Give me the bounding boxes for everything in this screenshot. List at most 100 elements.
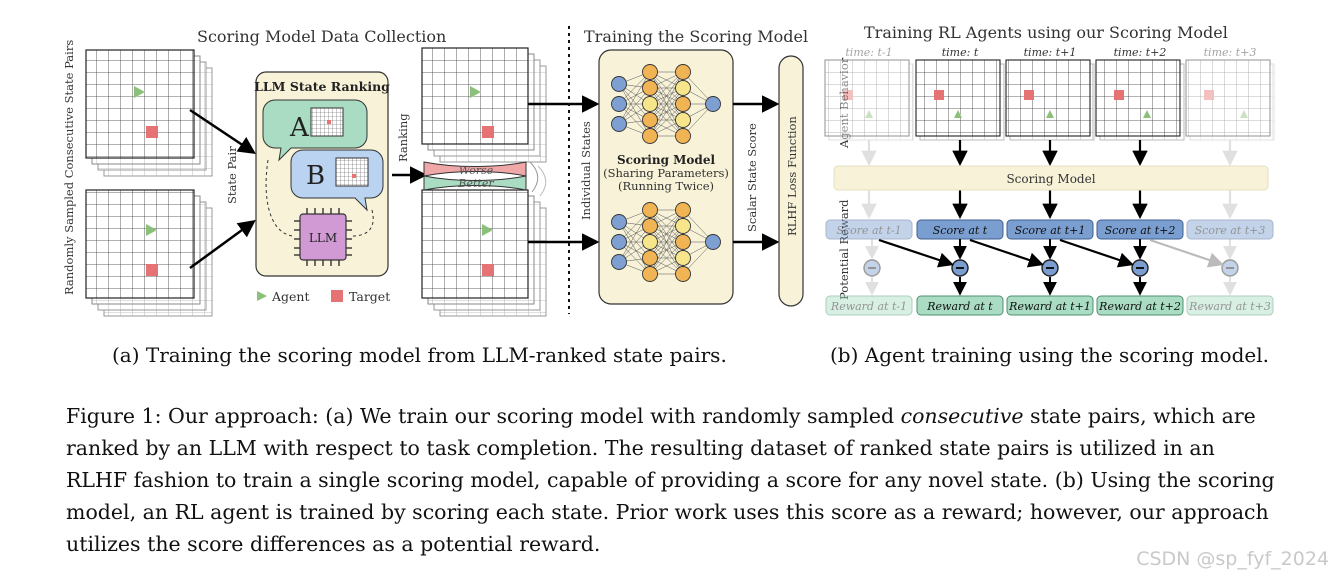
caption-emphasis: consecutive [900, 404, 1024, 428]
scoring-model-box: Scoring Model (Sharing Parameters) (Runn… [598, 49, 734, 305]
diff-arrow [969, 238, 1044, 268]
scoring-model-title: Scoring Model [617, 153, 715, 167]
agent-icon [1143, 110, 1151, 118]
score-box [825, 219, 913, 240]
subcaption-b: (b) Agent training using the scoring mod… [830, 343, 1269, 367]
agent-icon [865, 110, 873, 118]
worse-label: Worse [459, 164, 494, 177]
reward-label: Reward at t-1 [830, 300, 907, 313]
better-label: Better [457, 177, 494, 190]
score-label: Score at t+3 [1195, 224, 1266, 237]
time-label: time: t+3 [1204, 46, 1257, 59]
nn-node [611, 214, 627, 230]
reward-box [916, 295, 1004, 316]
reward-box [1186, 295, 1274, 316]
state-grid-bottom [85, 189, 213, 317]
diff-arrow [1059, 238, 1134, 268]
rlhf-loss-label: RLHF Loss Function [785, 116, 799, 236]
caption-part1: Figure 1: Our approach: (a) We train our… [66, 404, 901, 428]
nn-node [675, 234, 691, 250]
agent-icon [1046, 110, 1054, 118]
target-icon [1114, 90, 1124, 100]
scoring-model-bar-label: Scoring Model [1006, 172, 1095, 186]
minus-icon [1221, 259, 1239, 277]
reward-box [825, 295, 913, 316]
time-label: time: t [942, 46, 979, 59]
reward-label: Reward at t+2 [1098, 300, 1181, 313]
state-pair-label: State Pair [225, 146, 239, 204]
subcaption-a: (a) Training the scoring model from LLM-… [112, 343, 727, 367]
agent-icon [134, 86, 145, 98]
agent-legend-label: Agent [271, 289, 310, 304]
panel-a-title: Scoring Model Data Collection [197, 27, 446, 46]
agent-icon [470, 86, 481, 98]
nn-node [705, 96, 721, 112]
agent-legend-icon [257, 291, 267, 301]
llm-chip-icon: LLM [294, 208, 352, 266]
diff-arrow [878, 238, 954, 268]
target-icon [482, 126, 494, 138]
nn-node [675, 128, 691, 144]
scoring-model-bar: Scoring Model [833, 165, 1269, 191]
nn-node [675, 80, 691, 96]
nn-node [642, 96, 658, 112]
left-vertical-label: Randomly Sampled Consecutive State Pairs [62, 40, 76, 295]
ranked-grid-bottom [421, 189, 547, 317]
score-label: Score at t [933, 224, 988, 237]
nn-node [675, 266, 691, 282]
llm-box-title: LLM State Ranking [254, 79, 390, 94]
target-legend-icon [331, 290, 343, 302]
target-icon [146, 264, 158, 276]
time-label: time: t-1 [845, 46, 892, 59]
nn-node [611, 96, 627, 112]
target-icon [843, 90, 853, 100]
target-icon [482, 264, 494, 276]
nn-node [705, 234, 721, 250]
ranking-band: Worse Better [423, 161, 547, 197]
ranked-grid-top [421, 47, 547, 163]
target-icon [1024, 90, 1034, 100]
score-label: Score at t-1 [836, 224, 901, 237]
running-twice-label: (Running Twice) [618, 179, 714, 193]
panel-b-title: Training RL Agents using our Scoring Mod… [864, 23, 1228, 42]
nn-node [675, 96, 691, 112]
target-icon [146, 126, 158, 138]
nn-node [611, 116, 627, 132]
nn-node [642, 80, 658, 96]
diff-arrow [1149, 238, 1224, 268]
reward-label: Reward at t+3 [1188, 300, 1271, 313]
scalar-score-label: Scalar State Score [745, 123, 759, 232]
reward-box [1096, 295, 1184, 316]
agent-icon [954, 110, 962, 118]
figure-caption: Figure 1: Our approach: (a) We train our… [66, 400, 1281, 560]
neural-network-top [611, 64, 721, 144]
difference-node [1131, 239, 1149, 296]
option-b: B [306, 161, 325, 191]
minus-icon [863, 259, 881, 277]
individual-states-label: Individual States [579, 121, 593, 220]
score-label: Score at t+1 [1015, 224, 1086, 237]
score-box [1186, 219, 1274, 240]
nn-node [611, 254, 627, 270]
nn-node [642, 250, 658, 266]
training-title: Training the Scoring Model [584, 27, 808, 46]
nn-node [675, 112, 691, 128]
difference-node [951, 239, 969, 296]
agent-icon [146, 224, 157, 236]
figure: Scoring Model Data Collection Randomly S… [62, 23, 1275, 317]
llm-ranking-box: LLM State Ranking A B LLM [254, 71, 390, 277]
nn-node [675, 250, 691, 266]
nn-node [611, 76, 627, 92]
state-grid-top [85, 49, 213, 177]
sharing-params-label: (Sharing Parameters) [603, 166, 729, 180]
difference-node [1041, 239, 1059, 296]
agent-icon [1240, 110, 1248, 118]
ranking-label: Ranking [396, 113, 410, 162]
agent-icon [482, 224, 493, 236]
